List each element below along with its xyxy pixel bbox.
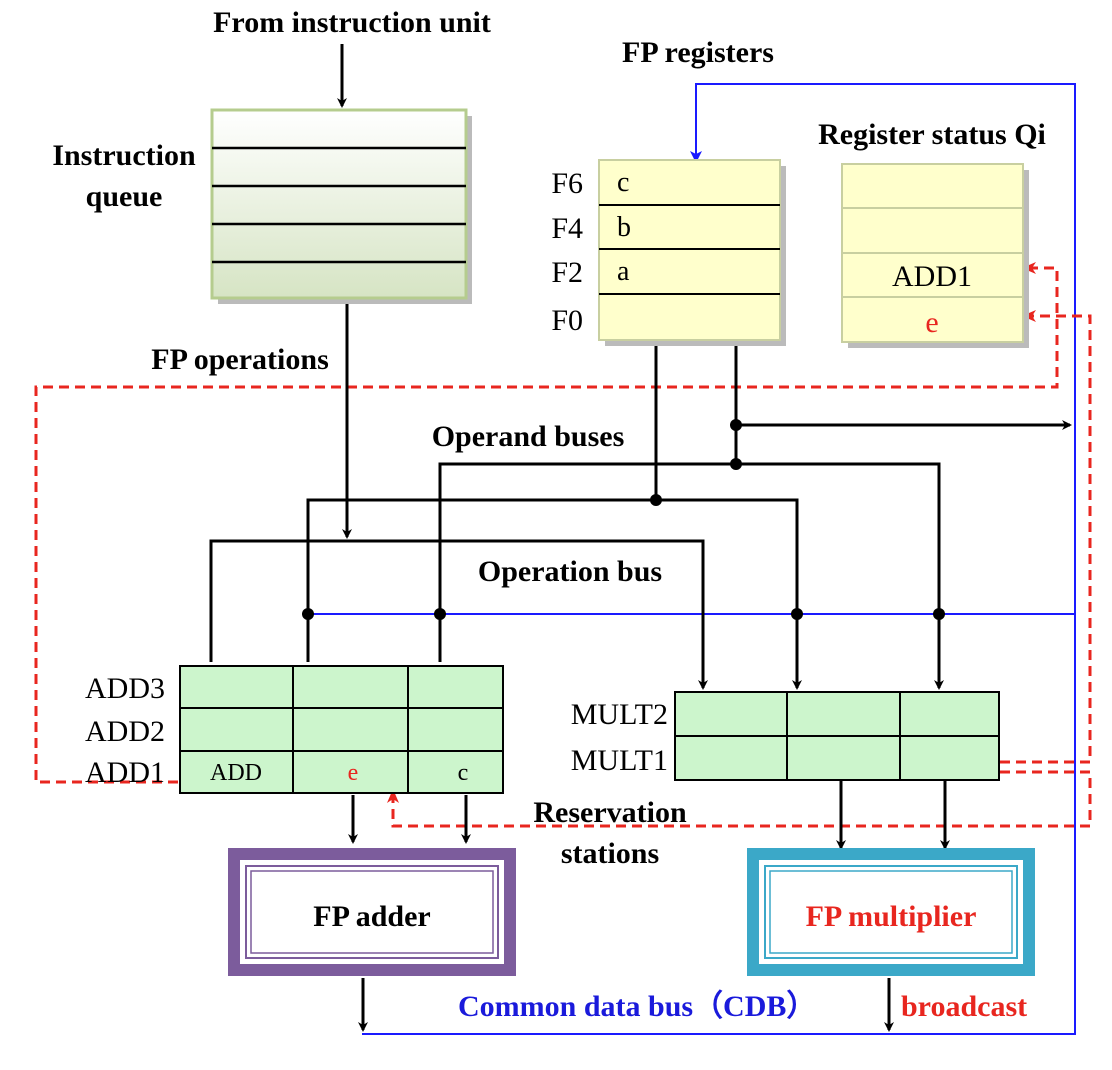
register-status-table: [841, 163, 1029, 348]
register-name: F0: [551, 304, 583, 337]
instruction-queue-label-1: Instruction: [52, 139, 196, 172]
reservation-stations-label-2: stations: [561, 837, 659, 870]
add-station-name: ADD3: [85, 672, 165, 705]
mult-station-name: MULT1: [571, 744, 668, 777]
register-name: F2: [551, 256, 583, 289]
red-dashed-lines: [34, 262, 1092, 828]
register-value: c: [617, 167, 629, 198]
add-reservation-stations: [179, 665, 504, 794]
fp-adder-unit: [228, 848, 516, 976]
fp-registers-label: FP registers: [622, 36, 774, 69]
labels: From instruction unit FP registers Regis…: [52, 6, 1046, 1023]
register-status-value: ADD1: [892, 260, 972, 293]
operation-bus-label: Operation bus: [478, 555, 662, 588]
instruction-queue-label-2: queue: [86, 180, 163, 213]
register-status-text: ADD1 e: [892, 260, 972, 339]
fp-register-text: F6 cF4 bF2 aF0: [551, 167, 631, 337]
operand-bus-wires: [209, 44, 1072, 1032]
reservation-stations-label-1: Reservation: [533, 796, 687, 829]
fp-operations-label: FP operations: [151, 343, 329, 376]
operand-buses-label: Operand buses: [432, 420, 625, 453]
register-value: a: [617, 256, 630, 287]
register-name: F6: [551, 167, 583, 200]
junction-dots: [302, 419, 945, 620]
register-name: F4: [551, 212, 583, 245]
add-station-name: ADD1: [85, 756, 165, 789]
broadcast-label: broadcast: [901, 990, 1027, 1023]
add-station-src1: e: [348, 760, 359, 786]
register-status-value: e: [925, 306, 938, 339]
mult-station-name: MULT2: [571, 698, 668, 731]
add-station-name: ADD2: [85, 715, 165, 748]
fp-adder-label: FP adder: [313, 900, 431, 933]
register-status-label: Register status Qi: [818, 118, 1046, 151]
add-station-op: ADD: [210, 760, 262, 786]
fp-multiplier-label: FP multiplier: [806, 900, 977, 933]
add-station-src2: c: [458, 760, 469, 786]
instruction-queue: [210, 108, 472, 304]
register-value: b: [617, 212, 631, 243]
fp-register-file: [598, 159, 786, 346]
cdb-label: Common data bus（CDB）: [458, 989, 816, 1023]
mult-reservation-stations: [674, 691, 1000, 781]
from-instruction-unit-label: From instruction unit: [213, 6, 491, 39]
fp-multiplier-unit: [747, 848, 1035, 976]
